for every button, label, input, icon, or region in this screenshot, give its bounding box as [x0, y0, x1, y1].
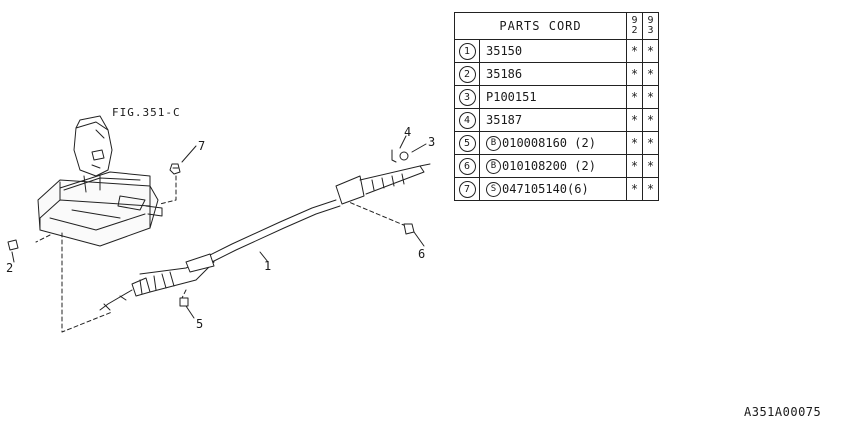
item-number: 3 — [458, 88, 476, 106]
drawing-id: A351A00075 — [744, 405, 822, 419]
callout-4: 4 — [404, 125, 411, 139]
callout-6: 6 — [418, 247, 425, 261]
item-number: 2 — [458, 65, 476, 83]
applicability-mark: * — [626, 154, 643, 178]
applicability-mark: * — [626, 131, 643, 155]
applicability-mark: * — [626, 39, 643, 63]
item-number: 7 — [458, 180, 476, 198]
applicability-mark: * — [642, 108, 659, 132]
item-number: 4 — [458, 111, 476, 129]
part-code: 35186 — [486, 67, 523, 81]
part-code: 35187 — [486, 113, 523, 127]
item-number: 5 — [458, 134, 476, 152]
applicability-mark: * — [642, 85, 659, 109]
table-row: 2 35186 * * — [454, 62, 659, 86]
shifter-assembly — [7, 115, 181, 251]
callout-3: 3 — [428, 135, 435, 149]
bolt-prefix-icon: B — [486, 135, 501, 151]
leader-lines — [35, 175, 407, 333]
parts-table-header: PARTS CORD 9 2 9 3 — [454, 12, 659, 40]
figure-reference-label: FIG.351-C — [112, 106, 181, 119]
table-row: 1 35150 * * — [454, 39, 659, 63]
applicability-mark: * — [642, 154, 659, 178]
parts-cord-header: PARTS CORD — [454, 12, 627, 40]
applicability-mark: * — [626, 177, 643, 201]
year-column-92: 9 2 — [626, 12, 643, 40]
screw-prefix-icon: S — [486, 181, 501, 197]
applicability-mark: * — [626, 62, 643, 86]
parts-table: PARTS CORD 9 2 9 3 1 35150 * * 2 35186 *… — [454, 12, 659, 201]
table-row: 4 35187 * * — [454, 108, 659, 132]
applicability-mark: * — [642, 177, 659, 201]
part-code: 047105140(6) — [502, 182, 589, 196]
part-code: P100151 — [486, 90, 537, 104]
item-number: 6 — [458, 157, 476, 175]
applicability-mark: * — [626, 85, 643, 109]
bolt-prefix-icon: B — [486, 158, 501, 174]
callout-2: 2 — [6, 261, 13, 275]
callout-7: 7 — [198, 139, 205, 153]
callout-1: 1 — [264, 259, 271, 273]
part-code: 35150 — [486, 44, 523, 58]
applicability-mark: * — [642, 62, 659, 86]
callout-5: 5 — [196, 317, 203, 331]
item-number: 1 — [458, 42, 476, 60]
table-row: 3 P100151 * * — [454, 85, 659, 109]
applicability-mark: * — [642, 39, 659, 63]
part-code: 010008160 (2) — [502, 136, 596, 150]
shift-cable — [99, 149, 431, 311]
applicability-mark: * — [642, 131, 659, 155]
part-code: 010108200 (2) — [502, 159, 596, 173]
year-column-93: 9 3 — [642, 12, 659, 40]
applicability-mark: * — [626, 108, 643, 132]
